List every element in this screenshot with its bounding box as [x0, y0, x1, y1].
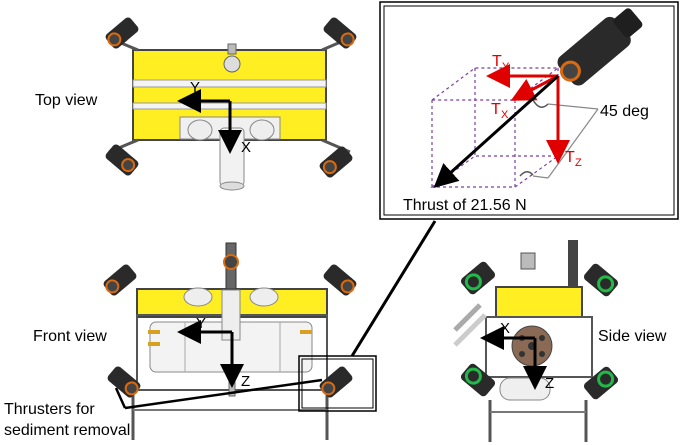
tz-subscript: Z — [575, 157, 582, 169]
force-callout-inset — [379, 1, 679, 220]
thruster-icon — [323, 264, 357, 296]
tx-force-arrow — [510, 74, 559, 101]
label-leader-line — [114, 387, 127, 409]
front-view-drawing — [131, 242, 329, 440]
front-view-label: Front view — [33, 328, 107, 345]
top-x-label: X — [241, 139, 251, 156]
angle-label: 45 deg — [600, 103, 649, 120]
ty-subscript: Y — [502, 61, 510, 73]
thruster-icon — [319, 366, 353, 398]
thruster-icon — [583, 263, 619, 297]
front-y-label: Y — [196, 315, 206, 332]
thruster-label-line2: sediment removal — [4, 422, 130, 439]
ty-label: T — [492, 53, 502, 70]
thruster-icon — [460, 363, 496, 397]
front-z-label: Z — [241, 373, 250, 390]
side-view-label: Side view — [598, 328, 667, 345]
thruster-icon — [105, 17, 139, 49]
thruster-label-line1: Thrusters for — [4, 401, 95, 418]
top-view-label: Top view — [35, 92, 98, 109]
thruster-icon — [319, 146, 353, 178]
thruster-icon — [105, 144, 139, 176]
tx-label: T — [491, 101, 501, 118]
tz-label: T — [565, 149, 575, 166]
side-view-drawing — [453, 240, 593, 442]
thruster-icon — [103, 264, 137, 296]
thruster-icon — [323, 17, 357, 49]
callout-leader-line — [350, 220, 437, 357]
side-z-label: Z — [545, 375, 554, 392]
thrust-resultant-arrow — [433, 74, 560, 189]
thruster-icon — [107, 366, 141, 398]
thruster-icon — [583, 366, 619, 400]
thruster-icon — [460, 261, 496, 295]
label-leader-line — [124, 378, 323, 410]
top-y-label: Y — [190, 79, 200, 96]
thrust-label: Thrust of 21.56 N — [403, 197, 527, 214]
side-x-label: X — [500, 320, 510, 337]
tx-subscript: X — [501, 109, 509, 121]
thruster-icon — [557, 8, 643, 86]
